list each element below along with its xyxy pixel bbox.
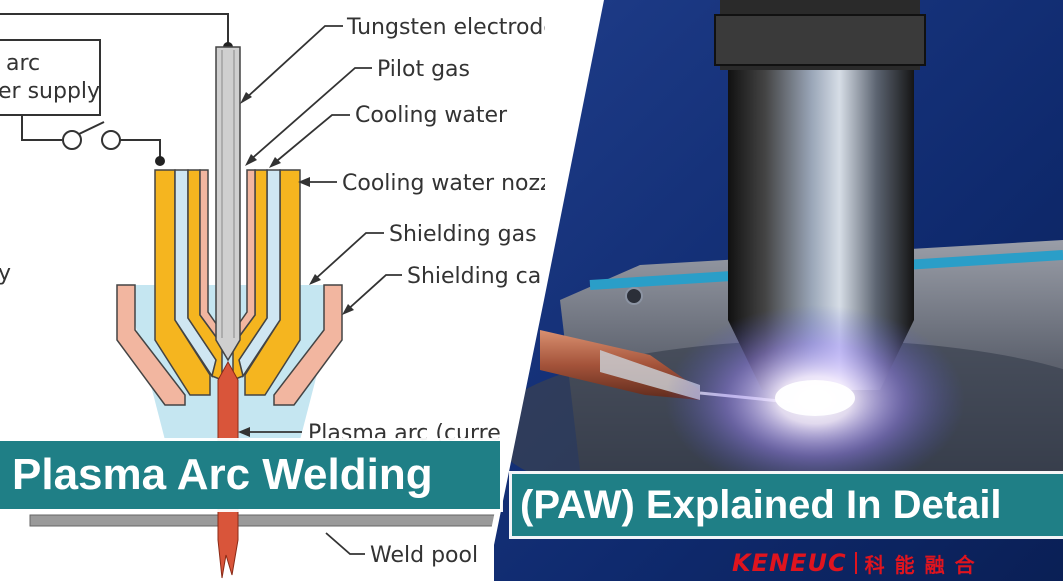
arrowhead-plasma-arc xyxy=(238,427,250,437)
fragment-y: y xyxy=(0,261,11,286)
power-supply-box xyxy=(0,39,101,116)
label-cooling-water: Cooling water xyxy=(355,103,508,128)
brand-name: KENEUC xyxy=(732,549,847,577)
torch-nozzle xyxy=(728,70,914,320)
leader-pilot-gas xyxy=(247,67,372,163)
circuit-wire-right xyxy=(120,139,161,160)
fixture-bolt xyxy=(625,287,643,305)
leader-shielding-cap xyxy=(344,274,402,313)
leader-lines xyxy=(242,25,402,555)
leader-shielding-gas xyxy=(311,232,384,283)
label-weld-pool: Weld pool xyxy=(370,543,478,568)
label-pilot-gas: Pilot gas xyxy=(377,57,470,82)
circuit-wire-left xyxy=(21,115,62,141)
leader-tungsten xyxy=(243,25,343,101)
shielding-cap xyxy=(116,284,343,406)
brand-logo: KENEUC 科能融合 xyxy=(732,548,985,578)
nozzle-junction-dot xyxy=(155,156,165,166)
arc-core xyxy=(775,380,855,416)
paw-torch-diagram: arc er supply y xyxy=(0,13,545,579)
leader-weld-pool xyxy=(325,532,365,555)
shielding-cap-right xyxy=(273,284,343,406)
torch-collar xyxy=(714,14,926,66)
arrowhead-cooling-water xyxy=(269,157,281,168)
label-tungsten-electrode: Tungsten electrode xyxy=(346,15,545,40)
arrowhead-shielding-cap xyxy=(342,304,354,315)
arrowhead-shielding-gas xyxy=(309,274,321,285)
title-line-1: Plasma Arc Welding xyxy=(12,450,433,499)
leader-cooling-water xyxy=(271,114,350,166)
brand-chinese-name: 科能融合 xyxy=(864,552,985,577)
arrowhead-cooling-nozzle xyxy=(298,177,310,187)
label-shielding-cap: Shielding ca xyxy=(407,264,541,289)
switch-lever xyxy=(78,121,105,135)
label-shielding-gas: Shielding gas xyxy=(389,222,537,247)
fragment-arc: arc xyxy=(6,51,40,76)
label-cooling-water-nozzle: Cooling water nozz xyxy=(342,171,545,196)
title-banner-line-2: (PAW) Explained In Detail xyxy=(512,474,1063,536)
title-banner-line-1: Plasma Arc Welding xyxy=(0,441,500,509)
leader-arrowheads xyxy=(238,92,354,437)
power-supply-circuit xyxy=(0,13,229,160)
fragment-supply: er supply xyxy=(0,79,100,104)
arrowhead-pilot-gas xyxy=(245,154,257,166)
switch-contact-right xyxy=(101,130,121,150)
arrowhead-tungsten xyxy=(240,92,252,104)
switch-contact-left xyxy=(62,130,82,150)
title-line-2: (PAW) Explained In Detail xyxy=(520,483,1002,527)
brand-separator xyxy=(854,552,857,574)
shielding-cap-left xyxy=(116,284,186,406)
circuit-wire-top xyxy=(0,13,229,45)
